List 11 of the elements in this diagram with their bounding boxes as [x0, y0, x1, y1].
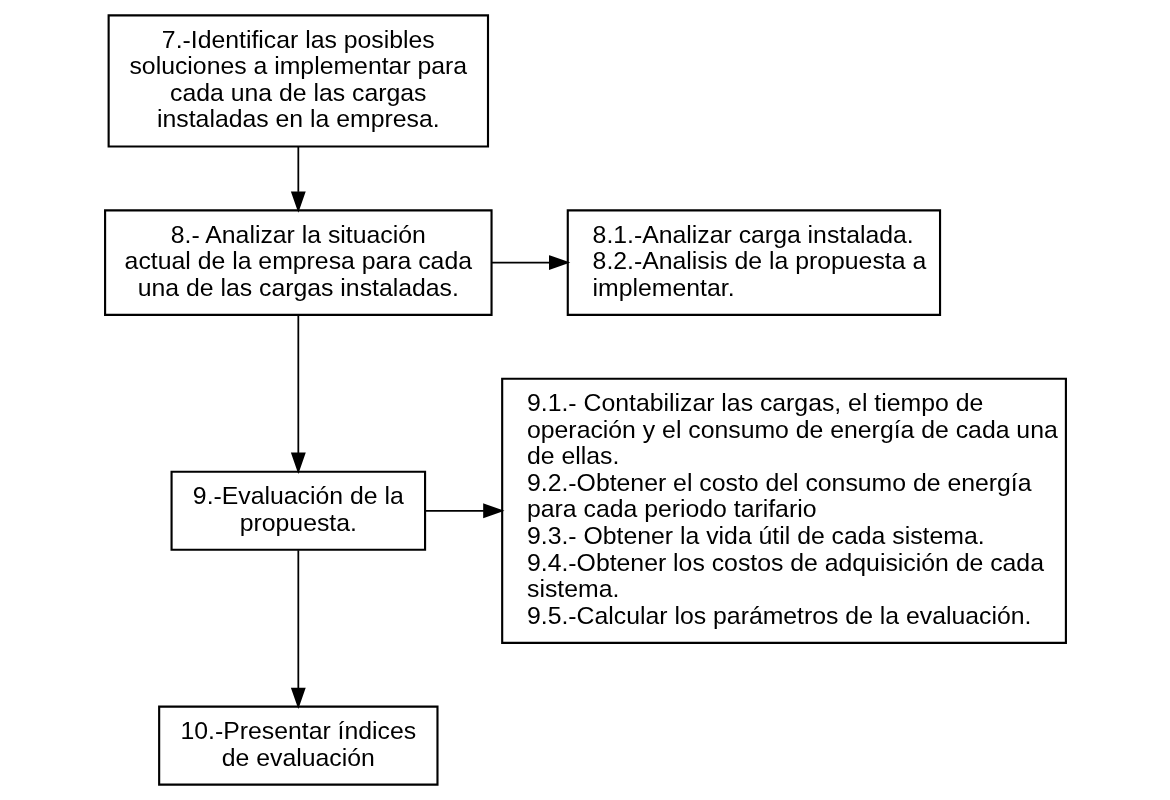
node-box: 7.-Identificar las posibles soluciones a implementar para cada una de las cargas instaladas en la empresa. [107, 14, 489, 148]
node-box: 9.1.- Contabilizar las cargas, el tiempo de operación y el consumo de energía de cada una de ellas. 9.2.-Obtener el costo del consumo de energía para cada periodo tarifario 9.3.- Obtener la vida útil de cada sistema. 9.4.-Obtener los costos de adquisición de cada sistema. 9.5.-Calcular los parámetros de la evaluación. [500, 377, 1067, 644]
arrow [490, 255, 570, 271]
node-box: 8.- Analizar la situación actual de la empresa para cada una de las cargas instaladas. [103, 209, 493, 316]
arrow [424, 503, 504, 519]
arrow [290, 314, 306, 474]
arrow [290, 549, 306, 709]
node-box: 8.1.-Analizar carga instalada. 8.2.-Analisis de la propuesta a implementar. [566, 209, 941, 316]
node-box: 9.-Evaluación de la propuesta. [170, 470, 426, 551]
arrow [290, 146, 306, 213]
node-box: 10.-Presentar índices de evaluación [157, 705, 439, 786]
